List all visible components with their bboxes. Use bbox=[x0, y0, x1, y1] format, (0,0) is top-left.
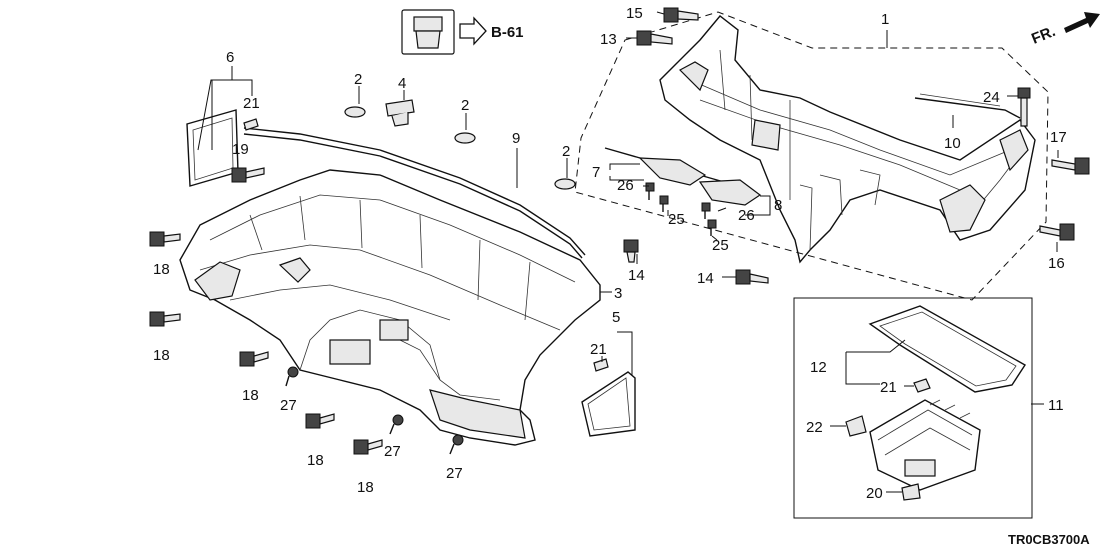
callout-11: 11 bbox=[1048, 397, 1064, 414]
callout-15: 15 bbox=[626, 5, 643, 22]
reference-clip-inset: B-61 bbox=[401, 9, 524, 55]
bolt-15 bbox=[663, 7, 699, 23]
callout-12: 12 bbox=[810, 359, 827, 376]
callout-22: 22 bbox=[806, 419, 823, 436]
callout-24: 24 bbox=[983, 89, 1000, 106]
callout-13: 13 bbox=[600, 31, 617, 48]
clip-20 bbox=[901, 483, 921, 501]
callout-18: 18 bbox=[357, 479, 374, 496]
bolt-14-upper bbox=[623, 239, 639, 263]
clip-part-icon bbox=[413, 16, 443, 32]
callout-27: 27 bbox=[280, 397, 297, 414]
callout-8: 8 bbox=[774, 197, 782, 214]
bolt-19 bbox=[231, 167, 265, 183]
diagram-code: TR0CB3700A bbox=[1008, 532, 1090, 547]
bolt-18-c bbox=[239, 351, 269, 367]
callout-18: 18 bbox=[307, 452, 324, 469]
callout-2: 2 bbox=[354, 71, 362, 88]
callout-14: 14 bbox=[628, 267, 645, 284]
clip-4 bbox=[385, 99, 415, 117]
instrument-panel bbox=[179, 169, 601, 446]
bolt-18-d bbox=[305, 413, 335, 429]
callout-21: 21 bbox=[590, 341, 607, 358]
bolt-24 bbox=[1017, 87, 1031, 127]
callout-26: 26 bbox=[738, 207, 755, 224]
callout-2: 2 bbox=[562, 143, 570, 160]
bracket-8 bbox=[698, 179, 762, 206]
callout-25: 25 bbox=[668, 211, 685, 228]
bracket-7 bbox=[638, 157, 707, 186]
screw-27-a bbox=[285, 366, 299, 387]
bolt-18-e bbox=[353, 439, 383, 455]
bolts-25-26 bbox=[645, 182, 717, 236]
callout-1: 1 bbox=[881, 11, 889, 28]
bolt-16 bbox=[1039, 223, 1075, 241]
callout-6: 6 bbox=[226, 49, 234, 66]
airbag-lid bbox=[868, 305, 1026, 393]
direction-label: FR. bbox=[1029, 23, 1058, 48]
screw-27-b bbox=[389, 414, 404, 435]
bolt-13 bbox=[636, 30, 673, 46]
screw-27-c bbox=[449, 434, 464, 455]
leader-lines bbox=[197, 11, 1059, 493]
front-direction-indicator: FR. bbox=[1029, 12, 1100, 48]
callout-27: 27 bbox=[384, 443, 401, 460]
molding-strip bbox=[243, 127, 586, 256]
callout-26: 26 bbox=[617, 177, 634, 194]
callout-17: 17 bbox=[1050, 129, 1067, 146]
clip-21-left bbox=[243, 118, 259, 131]
reference-label: B-61 bbox=[491, 24, 524, 41]
callout-20: 20 bbox=[866, 485, 883, 502]
callout-14: 14 bbox=[697, 270, 714, 287]
harness-rod bbox=[914, 97, 1021, 119]
callout-21: 21 bbox=[243, 95, 260, 112]
callout-10: 10 bbox=[944, 135, 961, 152]
clip-21-airbag bbox=[913, 378, 931, 393]
callout-2: 2 bbox=[461, 97, 469, 114]
callout-18: 18 bbox=[153, 261, 170, 278]
callout-9: 9 bbox=[512, 130, 520, 147]
group-outline-frame bbox=[574, 11, 1049, 301]
callout-27: 27 bbox=[446, 465, 463, 482]
callout-labels: 1 2 2 2 3 4 5 6 7 8 9 10 11 12 13 14 14 … bbox=[153, 5, 1067, 502]
callout-4: 4 bbox=[398, 75, 406, 92]
callout-16: 16 bbox=[1048, 255, 1065, 272]
bolt-18-b bbox=[149, 311, 181, 327]
arrow-right-icon bbox=[459, 16, 487, 46]
steering-hanger-beam bbox=[659, 15, 1036, 264]
clip-21-right bbox=[593, 358, 609, 372]
callout-21: 21 bbox=[880, 379, 897, 396]
callout-18: 18 bbox=[242, 387, 259, 404]
callout-19: 19 bbox=[232, 141, 249, 158]
callout-18: 18 bbox=[153, 347, 170, 364]
cap-2-a bbox=[344, 106, 366, 118]
airbag-group-box bbox=[793, 297, 1033, 519]
side-cover-right bbox=[581, 371, 636, 437]
arrow-icon bbox=[1064, 12, 1100, 33]
cap-2-b bbox=[454, 132, 476, 144]
callout-7: 7 bbox=[592, 164, 600, 181]
bolt-17 bbox=[1051, 157, 1090, 175]
bolt-14-lower bbox=[735, 269, 769, 285]
bolt-18-a bbox=[149, 231, 181, 247]
clip-22 bbox=[845, 415, 867, 437]
cap-2-c bbox=[554, 178, 576, 190]
callout-25: 25 bbox=[712, 237, 729, 254]
callout-3: 3 bbox=[614, 285, 622, 302]
callout-5: 5 bbox=[612, 309, 620, 326]
airbag-module bbox=[869, 399, 981, 491]
